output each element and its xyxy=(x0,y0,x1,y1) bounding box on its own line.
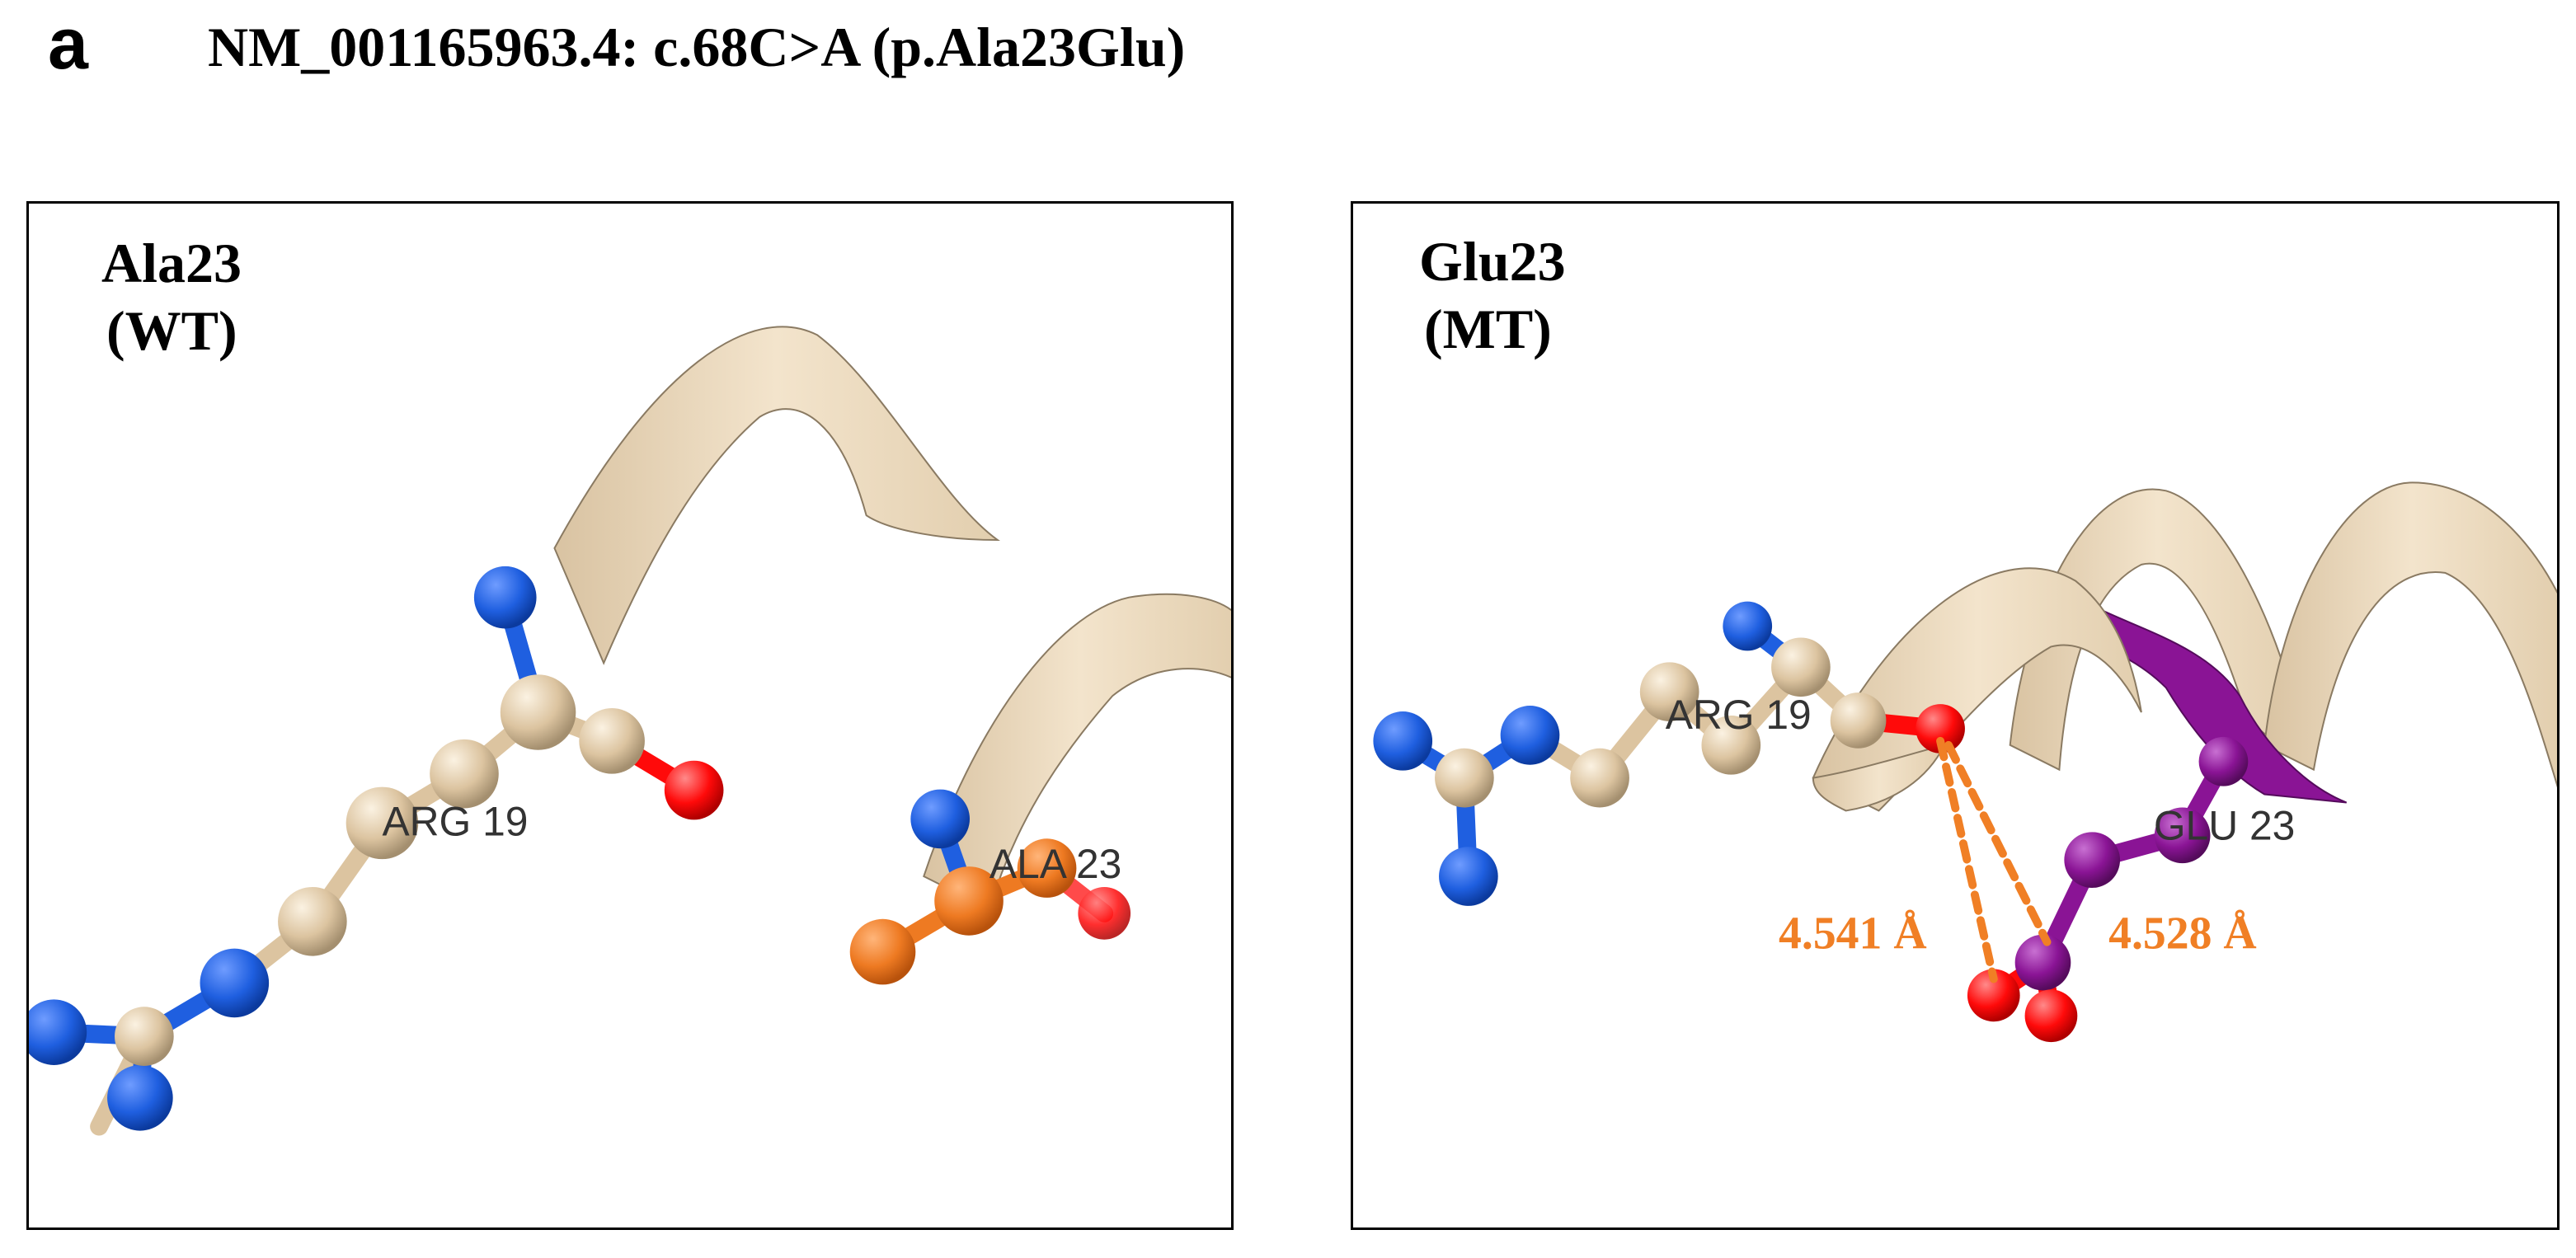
atom-carbon xyxy=(278,886,347,956)
atom-ala xyxy=(849,918,916,985)
atom-carbon xyxy=(1435,748,1494,808)
mutant-structure: ARG 19 GLU 23 4.541 Å 4.528 Å xyxy=(1373,481,2557,1043)
distance-line-1 xyxy=(1936,736,1998,983)
atom-ala xyxy=(1017,838,1077,898)
helix-ribbon xyxy=(1812,567,2142,812)
glu23-label: GLU 23 xyxy=(2154,802,2295,848)
wild-type-structure: ARG 19 ALA 23 xyxy=(29,326,1231,1136)
wild-type-state: (WT) xyxy=(106,298,237,362)
atom-oxygen xyxy=(2024,989,2078,1043)
atom-nitrogen xyxy=(1500,706,1560,765)
atom-carbon xyxy=(1570,748,1629,808)
atom-oxygen xyxy=(1967,969,2020,1022)
atom-oxygen xyxy=(664,760,724,820)
atom-carbon xyxy=(1771,637,1831,697)
atom-glu xyxy=(2154,807,2211,864)
wild-type-residue: Ala23 xyxy=(101,232,242,294)
figure-title: NM_001165963.4: c.68C>A (p.Ala23Glu) xyxy=(208,16,1186,78)
atom-nitrogen xyxy=(29,999,87,1065)
atom-carbon xyxy=(500,674,576,750)
mutant-label: Glu23 (MT) xyxy=(1419,228,1566,363)
arg19-label: ARG 19 xyxy=(1666,692,1812,738)
atom-nitrogen xyxy=(910,789,971,849)
atom-nitrogen xyxy=(1373,711,1433,771)
distance-label-1: 4.541 Å xyxy=(1779,908,1927,960)
panel-letter: a xyxy=(48,2,88,84)
atom-carbon xyxy=(430,739,499,809)
atom-carbon xyxy=(579,708,645,774)
wild-type-panel: Ala23 (WT) xyxy=(26,201,1234,1230)
atom-carbon xyxy=(1639,662,1699,721)
wild-type-label: Ala23 (WT) xyxy=(101,230,242,364)
atom-glu xyxy=(2014,934,2071,991)
atom-oxygen xyxy=(1078,886,1131,940)
atom-carbon xyxy=(115,1007,174,1066)
mutant-state: (MT) xyxy=(1424,297,1552,360)
atom-nitrogen xyxy=(473,566,537,629)
mutant-residue: Glu23 xyxy=(1419,230,1566,293)
glu23-helix-segment xyxy=(2074,604,2348,804)
mutant-panel: Glu23 (MT) xyxy=(1351,201,2560,1230)
atom-nitrogen xyxy=(1439,847,1498,906)
helix-ribbon xyxy=(923,593,1231,911)
helix-ribbon xyxy=(1812,744,1946,812)
atom-ala xyxy=(934,866,1004,936)
atom-oxygen xyxy=(1916,704,1965,753)
distance-line-2 xyxy=(1944,740,2052,946)
helix-ribbon xyxy=(553,326,1000,665)
distance-label-2: 4.528 Å xyxy=(2108,908,2257,960)
atom-nitrogen xyxy=(200,948,270,1018)
atom-carbon xyxy=(346,786,419,860)
atom-carbon xyxy=(1830,692,1887,749)
atom-carbon xyxy=(1701,716,1761,775)
arg19-label: ARG 19 xyxy=(382,798,528,844)
atom-glu xyxy=(2198,736,2249,786)
ala23-label: ALA 23 xyxy=(990,841,1121,887)
helix-ribbon xyxy=(2263,481,2557,788)
atom-glu xyxy=(2064,832,2121,888)
atom-nitrogen xyxy=(1723,601,1773,651)
atom-nitrogen xyxy=(107,1064,173,1131)
